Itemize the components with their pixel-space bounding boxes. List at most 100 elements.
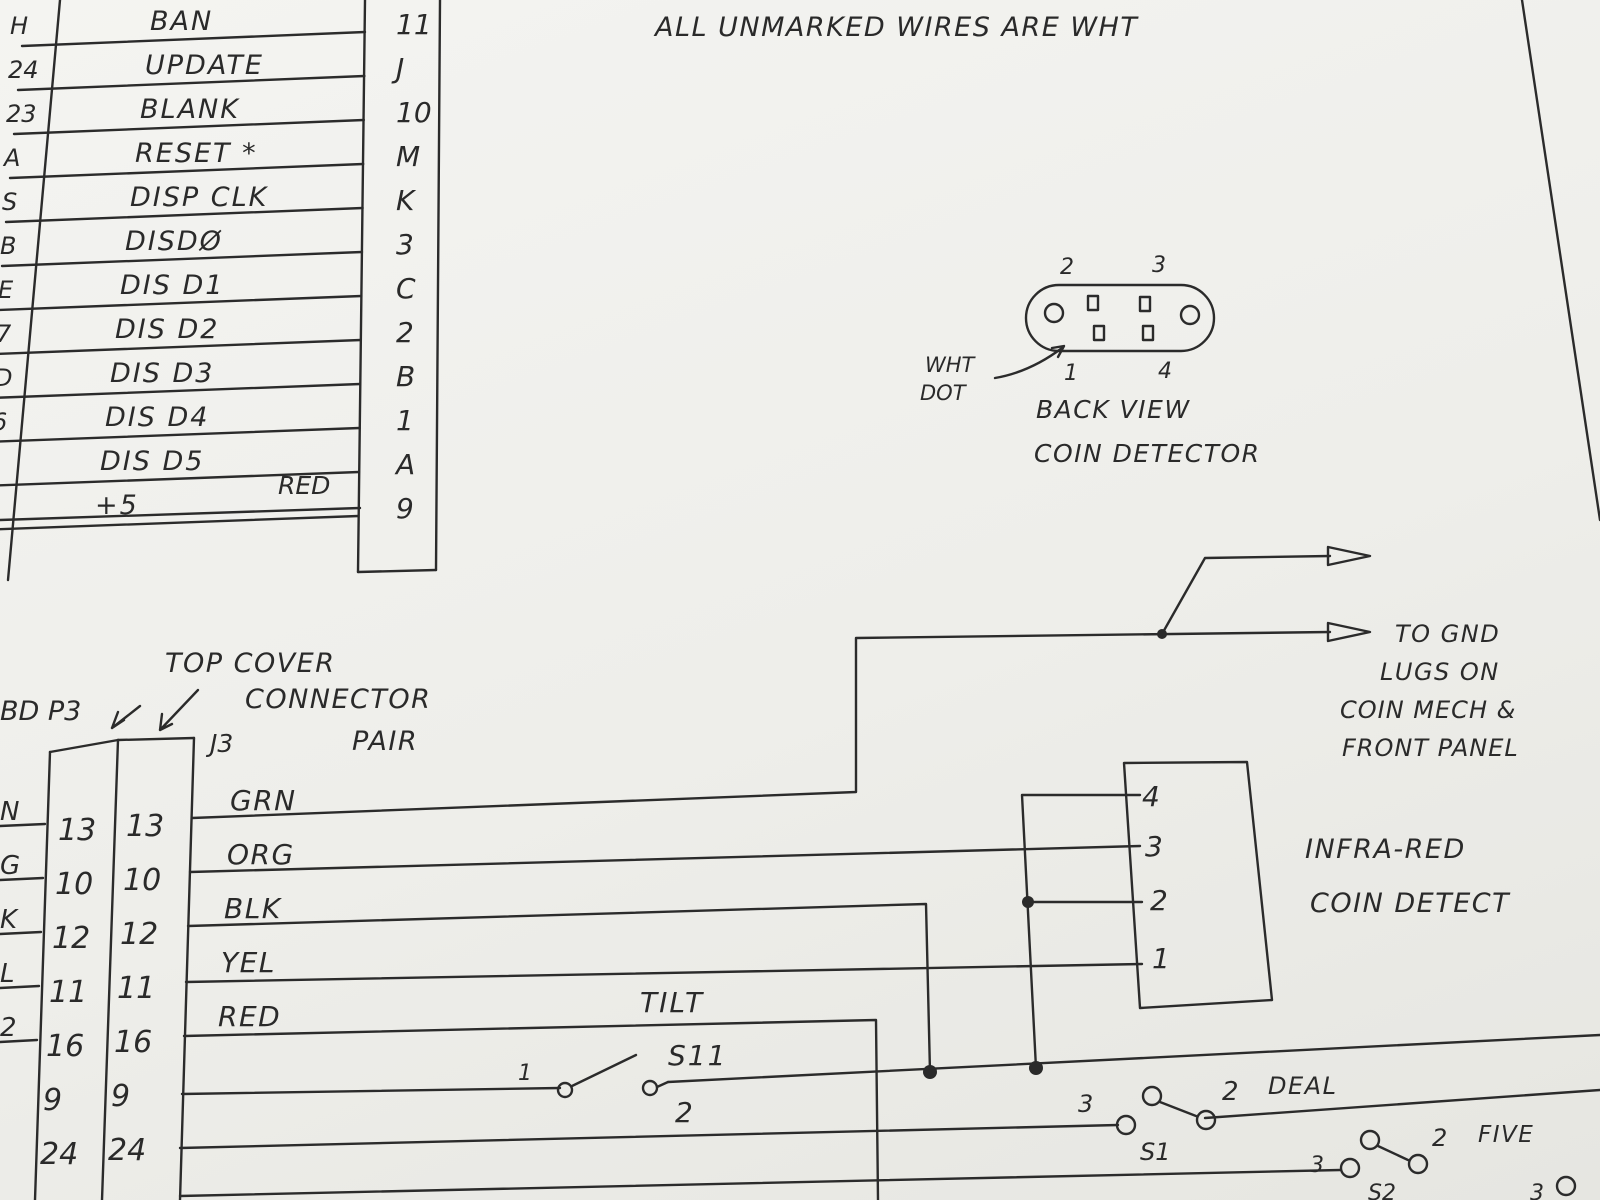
gnd-branch-wire	[1160, 554, 1332, 636]
j3-pin-number: 13	[126, 809, 164, 844]
junction-ir-pin2	[1022, 896, 1034, 908]
display-row-divider	[0, 294, 363, 312]
connector-right-edge	[434, 0, 442, 572]
j3-pin-number: 12	[120, 917, 158, 952]
wire-yel	[184, 962, 1144, 984]
j3-pin-number: 9	[111, 1079, 130, 1114]
top-cover-left-stub	[0, 876, 45, 882]
tilt-label: TILT	[640, 986, 704, 1019]
ir-pin-2: 2	[1150, 884, 1168, 917]
five-contact-3	[1339, 1157, 1361, 1179]
p3-pin-number: 10	[55, 867, 93, 902]
deal-pin-2: 2	[1222, 1077, 1239, 1107]
display-row-signal: DIS D5	[100, 446, 204, 477]
top-cover-left-pin: N	[0, 797, 19, 827]
display-row-signal: BAN	[150, 6, 213, 37]
ir-pin-3: 3	[1145, 830, 1163, 863]
display-row-left-pin: B	[0, 232, 16, 260]
top-cover-title-3: PAIR	[352, 726, 418, 757]
display-row-right-pin: 1	[396, 404, 414, 437]
display-row-right-pin: K	[396, 184, 417, 217]
wire-routing	[178, 793, 1600, 1200]
deal-label: DEAL	[1268, 1072, 1337, 1100]
pin-2-pad	[1086, 294, 1100, 312]
deal-switch[interactable]: 3 2 DEAL S1	[1078, 1072, 1337, 1166]
wht-dot-arrow	[993, 346, 1064, 380]
wht-dot-label-1: WHT	[925, 353, 977, 377]
common-bus	[666, 1033, 1600, 1084]
mount-hole-right	[1179, 304, 1201, 326]
display-row-signal: DIS D4	[105, 402, 209, 433]
display-row-right-pin: 2	[396, 316, 414, 349]
wire-ir-pin4	[1020, 793, 1142, 1070]
j3-pin-number: 24	[108, 1133, 146, 1168]
display-row-left-pin: H	[10, 12, 28, 40]
gnd-arrow-lower	[1326, 621, 1372, 643]
display-row-signal: DISP CLK	[130, 182, 269, 213]
display-row-signal: DIS D3	[110, 358, 214, 389]
wire-color-label: BLK	[224, 892, 283, 925]
display-row-right-pin: 9	[396, 492, 414, 525]
mount-hole-left	[1043, 302, 1065, 324]
p3-top-edge	[48, 738, 120, 754]
p3-arrow	[110, 704, 142, 730]
gnd-label-2: LUGS ON	[1380, 658, 1500, 686]
display-row-divider	[0, 382, 362, 399]
wire-color-label: ORG	[227, 838, 295, 871]
top-cover-left-pin: L	[0, 959, 15, 989]
display-row-divider	[0, 514, 360, 531]
five-pin-3: 3	[1310, 1153, 1324, 1178]
junction-ir-bus	[1029, 1061, 1043, 1075]
display-row-divider	[8, 162, 365, 180]
top-cover-left-pin: 2	[0, 1013, 17, 1043]
deal-contact-3	[1115, 1114, 1137, 1136]
display-row-right-pin: A	[394, 448, 415, 481]
top-cover-left-stub	[0, 930, 43, 936]
wire-bottom	[0, 506, 362, 522]
display-row-divider	[0, 338, 362, 355]
tilt-contact-2	[641, 1079, 659, 1097]
display-row-signal: DISDØ	[125, 226, 223, 257]
connector-left-edge	[356, 0, 367, 574]
top-cover-title-2: CONNECTOR	[245, 684, 431, 715]
display-row-left-pin: S	[2, 188, 17, 216]
ir-coin-detector: 4 3 2 1 INFRA-RED COIN DETECT	[1122, 760, 1510, 1010]
deal-switch-name: S1	[1140, 1138, 1171, 1166]
tilt-switch[interactable]: TILT S11 1 2	[518, 986, 727, 1129]
five-label: FIVE	[1478, 1122, 1534, 1148]
display-row-left-pin: A	[2, 144, 20, 172]
pin-1-pad	[1092, 324, 1106, 342]
wire-five	[178, 1168, 1342, 1198]
gnd-arrow-upper	[1326, 545, 1372, 567]
deal-pin-3: 3	[1078, 1090, 1093, 1118]
p3-pin-number: 13	[58, 813, 96, 848]
p3-pin-number: 9	[43, 1083, 62, 1118]
plus5-color-label: RED	[278, 471, 330, 500]
pin-3-pad	[1138, 295, 1152, 313]
pin-3-label: 3	[1152, 253, 1166, 278]
display-row-right-pin: C	[396, 272, 416, 305]
deal-blade	[1158, 1100, 1198, 1118]
five-switch[interactable]: 3 2 FIVE S2 3	[1310, 1122, 1577, 1200]
tilt-pin-2: 2	[675, 1096, 693, 1129]
wire-color-label: YEL	[221, 946, 276, 979]
top-cover-left-pin: G	[0, 851, 20, 881]
next-switch-contact	[1555, 1175, 1577, 1197]
gnd-junction	[1157, 629, 1167, 639]
display-row-signal: UPDATE	[145, 50, 264, 81]
display-row-signal: RESET *	[135, 138, 258, 169]
pin-4-pad	[1141, 324, 1155, 342]
ir-label-1: INFRA-RED	[1305, 834, 1466, 865]
deal-contact-c	[1141, 1085, 1163, 1107]
wire-color-label: GRN	[230, 784, 297, 817]
display-row-divider	[16, 74, 366, 92]
display-row-left-pin: D	[0, 364, 12, 392]
five-contact-c	[1359, 1129, 1381, 1151]
coin-detector-caption: COIN DETECTOR	[1034, 439, 1261, 468]
display-row-left-pin: 24	[8, 56, 39, 84]
wht-dot-arrowhead	[1050, 344, 1066, 359]
display-row-left-pin: 7	[0, 320, 12, 348]
